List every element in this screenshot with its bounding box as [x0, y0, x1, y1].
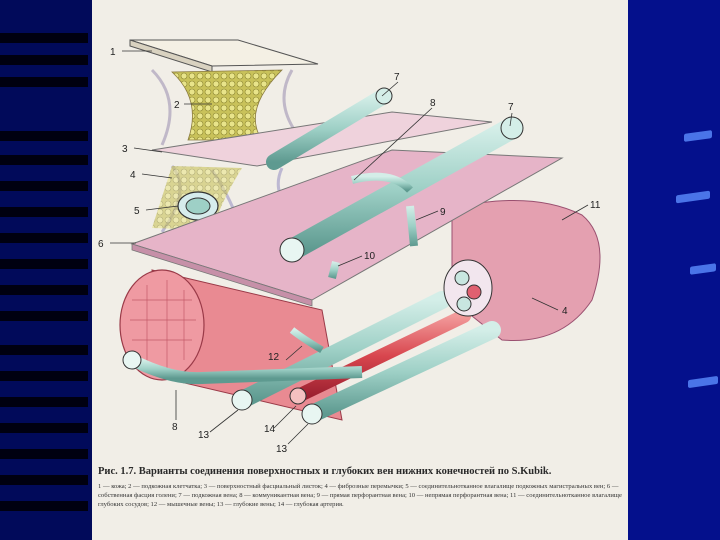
- stripe: [0, 285, 88, 295]
- label-13b: 13: [276, 444, 288, 455]
- caption-title: Рис. 1.7. Варианты соединения поверхност…: [98, 466, 622, 477]
- accent-dash: [676, 191, 710, 204]
- stripe: [0, 181, 88, 191]
- stripe: [0, 423, 88, 433]
- stripe: [0, 131, 88, 141]
- label-9: 9: [440, 207, 446, 218]
- stripe: [0, 207, 88, 217]
- accent-dash: [690, 263, 716, 275]
- stripe: [0, 155, 88, 165]
- left-stripe-band: [0, 0, 92, 540]
- stripe: [0, 77, 88, 87]
- label-8b: 8: [172, 422, 178, 433]
- textbook-page: 1 2 3 4 5 6 7 7 8 9 10 11 4 12 8 13 14 1…: [92, 0, 628, 540]
- stripe: [0, 501, 88, 511]
- label-1: 1: [110, 47, 116, 58]
- label-5: 5: [134, 206, 140, 217]
- stripe: [0, 233, 88, 243]
- indirect-perforator-vein: [332, 262, 336, 278]
- stripe: [0, 259, 88, 269]
- anatomical-illustration: 1 2 3 4 5 6 7 7 8 9 10 11 4 12 8 13 14 1…: [92, 0, 628, 462]
- label-4: 4: [130, 170, 136, 181]
- label-7b: 7: [508, 102, 514, 113]
- stripe: [0, 33, 88, 43]
- stripe: [0, 397, 88, 407]
- stripe: [0, 311, 88, 321]
- label-4b: 4: [562, 306, 568, 317]
- stripe: [0, 449, 88, 459]
- label-3: 3: [122, 144, 128, 155]
- label-2: 2: [174, 100, 180, 111]
- label-12: 12: [268, 352, 280, 363]
- direct-perforator-vein: [410, 206, 414, 246]
- label-10: 10: [364, 251, 376, 262]
- subcutaneous-fat: [172, 70, 282, 140]
- stripe: [0, 55, 88, 65]
- stripe: [0, 475, 88, 485]
- stripe: [0, 371, 88, 381]
- label-13: 13: [198, 430, 210, 441]
- label-11: 11: [590, 200, 601, 211]
- right-decor-band: [628, 0, 720, 540]
- label-8: 8: [430, 98, 436, 109]
- figure-caption: Рис. 1.7. Варианты соединения поверхност…: [98, 466, 622, 510]
- label-7: 7: [394, 72, 400, 83]
- label-14: 14: [264, 424, 276, 435]
- caption-body: 1 — кожа; 2 — подкожная клетчатка; 3 — п…: [98, 483, 622, 510]
- accent-dash: [688, 376, 718, 388]
- stripe: [0, 345, 88, 355]
- label-6: 6: [98, 239, 104, 250]
- accent-dash: [684, 130, 712, 142]
